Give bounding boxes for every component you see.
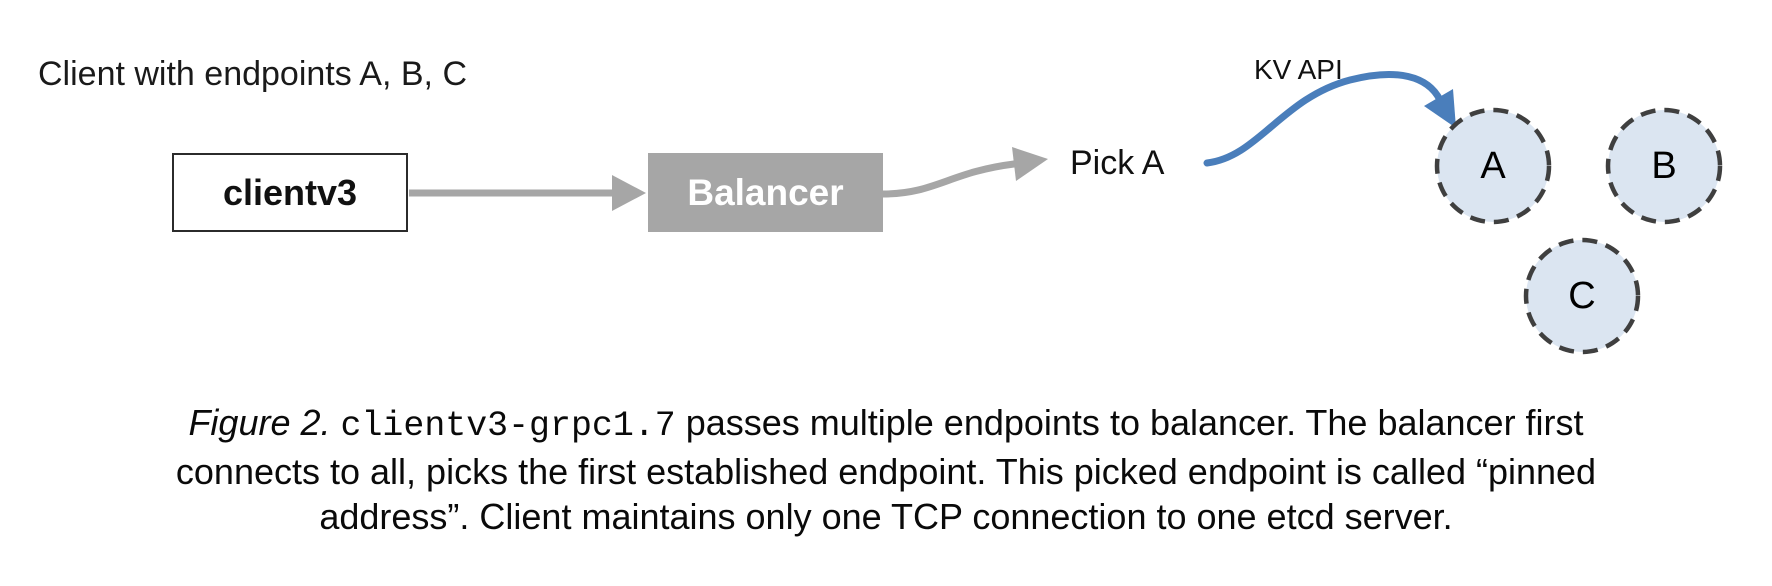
endpoint-c-label: C: [1568, 274, 1596, 317]
balancer-to-pick-arrow-shaft: [879, 160, 1018, 198]
client-to-balancer-arrow: [409, 175, 646, 211]
kv-api-label: KV API: [1254, 54, 1343, 85]
kv-api-arrow: [1203, 71, 1456, 167]
caption-line-1-rest: passes multiple endpoints to balancer. T…: [675, 402, 1584, 443]
arrowhead-right-icon: [1012, 147, 1048, 181]
figure-number-label: Figure 2.: [188, 402, 331, 443]
client-endpoints-note: Client with endpoints A, B, C: [38, 55, 468, 93]
caption-line-2: connects to all, picks the first establi…: [175, 451, 1597, 492]
caption-line-1: Figure 2. clientv3-grpc1.7 passes multip…: [0, 400, 1772, 449]
kv-api-arrow-shaft: [1203, 71, 1444, 167]
balancer-node: Balancer: [648, 153, 883, 232]
endpoint-a-label: A: [1480, 144, 1506, 187]
caption-code-text: clientv3-grpc1.7: [340, 407, 676, 446]
pick-a-label: Pick A: [1070, 144, 1165, 182]
arrowhead-right-icon: [612, 175, 646, 211]
figure-caption: Figure 2. clientv3-grpc1.7 passes multip…: [0, 400, 1772, 539]
balancer-to-pick-arrow: [879, 147, 1048, 198]
endpoint-b-label: B: [1651, 144, 1677, 187]
caption-spacer: [331, 402, 341, 443]
caption-line-3: address”. Client maintains only one TCP …: [319, 496, 1453, 537]
clientv3-node: clientv3: [172, 153, 408, 232]
